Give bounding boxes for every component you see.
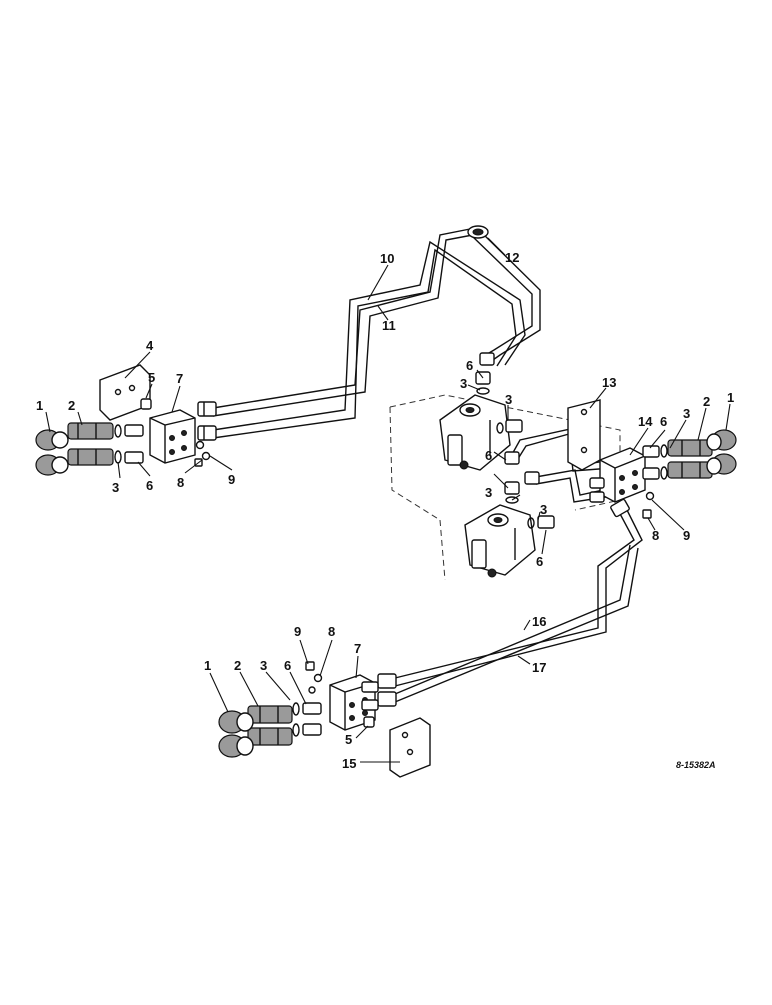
callout-3: 3 <box>112 480 119 495</box>
callout-3-center-c: 3 <box>485 485 492 500</box>
callout-labels: 1 2 4 5 7 3 6 8 9 10 11 12 6 3 3 6 3 3 6… <box>36 250 734 771</box>
callout-16: 16 <box>532 614 546 629</box>
fittings-6-lower <box>302 702 322 736</box>
dust-caps-1-right <box>706 429 737 475</box>
control-valve-upper <box>439 394 511 471</box>
callout-6-center-c: 6 <box>536 554 543 569</box>
block-7-left <box>149 409 196 464</box>
nut-5-lower <box>363 716 375 728</box>
bracket-13 <box>567 399 601 471</box>
valve-fittings-center <box>475 352 555 529</box>
couplers-2-lower <box>247 705 293 746</box>
couplers-2-right <box>667 439 713 479</box>
callout-3-center-a: 3 <box>460 376 467 391</box>
dust-caps-1-lower <box>218 710 254 758</box>
reference-code: 8-15382A <box>676 760 716 770</box>
block-14 <box>589 447 646 503</box>
bracket-4 <box>99 364 151 421</box>
nuts-8-9-lower <box>305 661 323 694</box>
callout-2: 2 <box>68 398 75 413</box>
block-7-lower <box>329 674 379 731</box>
control-valve-lower <box>464 504 536 578</box>
nuts-8-9-right <box>642 491 655 519</box>
tube-10 <box>212 227 479 417</box>
tube-nut-left-upper <box>197 401 217 417</box>
callout-9-right: 9 <box>683 528 690 543</box>
callout-8-right: 8 <box>652 528 659 543</box>
couplers-2-left <box>67 422 114 466</box>
callout-8: 8 <box>177 475 184 490</box>
callout-4: 4 <box>146 338 154 353</box>
callout-6-lower: 6 <box>284 658 291 673</box>
bracket-15 <box>389 717 431 778</box>
callout-14: 14 <box>638 414 653 429</box>
callout-6-center-a: 6 <box>466 358 473 373</box>
callout-17: 17 <box>532 660 546 675</box>
callout-5-lower: 5 <box>345 732 352 747</box>
callout-2-right: 2 <box>703 394 710 409</box>
callout-8-lower: 8 <box>328 624 335 639</box>
callout-7-lower: 7 <box>354 641 361 656</box>
callout-6-right: 6 <box>660 414 667 429</box>
callout-3-right: 3 <box>683 406 690 421</box>
callout-5: 5 <box>148 370 155 385</box>
callout-6-center-b: 6 <box>485 448 492 463</box>
o-rings-3-lower <box>292 702 300 737</box>
elbow-12 <box>467 225 489 239</box>
callout-9-lower: 9 <box>294 624 301 639</box>
callout-2-lower: 2 <box>234 658 241 673</box>
o-rings-3-right <box>660 444 668 480</box>
callout-11: 11 <box>382 318 396 333</box>
callout-12: 12 <box>505 250 519 265</box>
tube-nut-left-lower <box>197 425 217 441</box>
fittings-6-left <box>124 424 144 464</box>
callout-1-lower: 1 <box>204 658 211 673</box>
callout-7: 7 <box>176 371 183 386</box>
fittings-6-right <box>642 445 660 480</box>
callout-15: 15 <box>342 756 356 771</box>
callout-6: 6 <box>146 478 153 493</box>
callout-3-center-b: 3 <box>505 392 512 407</box>
callout-1: 1 <box>36 398 43 413</box>
o-rings-3-left <box>114 424 122 464</box>
tube-17 <box>394 544 639 703</box>
dust-caps-1-left <box>35 429 69 476</box>
callout-13: 13 <box>602 375 616 390</box>
tube-16 <box>394 507 643 687</box>
nut-5-left <box>140 398 152 410</box>
nuts-8-9-left <box>194 440 211 467</box>
callout-3-center-d: 3 <box>540 502 547 517</box>
callout-9: 9 <box>228 472 235 487</box>
callout-1-right: 1 <box>727 390 734 405</box>
tube-upper-right <box>471 228 541 363</box>
callout-10: 10 <box>380 251 394 266</box>
callout-3-lower: 3 <box>260 658 267 673</box>
tube-11 <box>212 240 526 439</box>
valve-outline-dashed <box>389 394 621 581</box>
leader-lines <box>45 237 731 763</box>
tube-nut-16-17 <box>377 498 630 707</box>
